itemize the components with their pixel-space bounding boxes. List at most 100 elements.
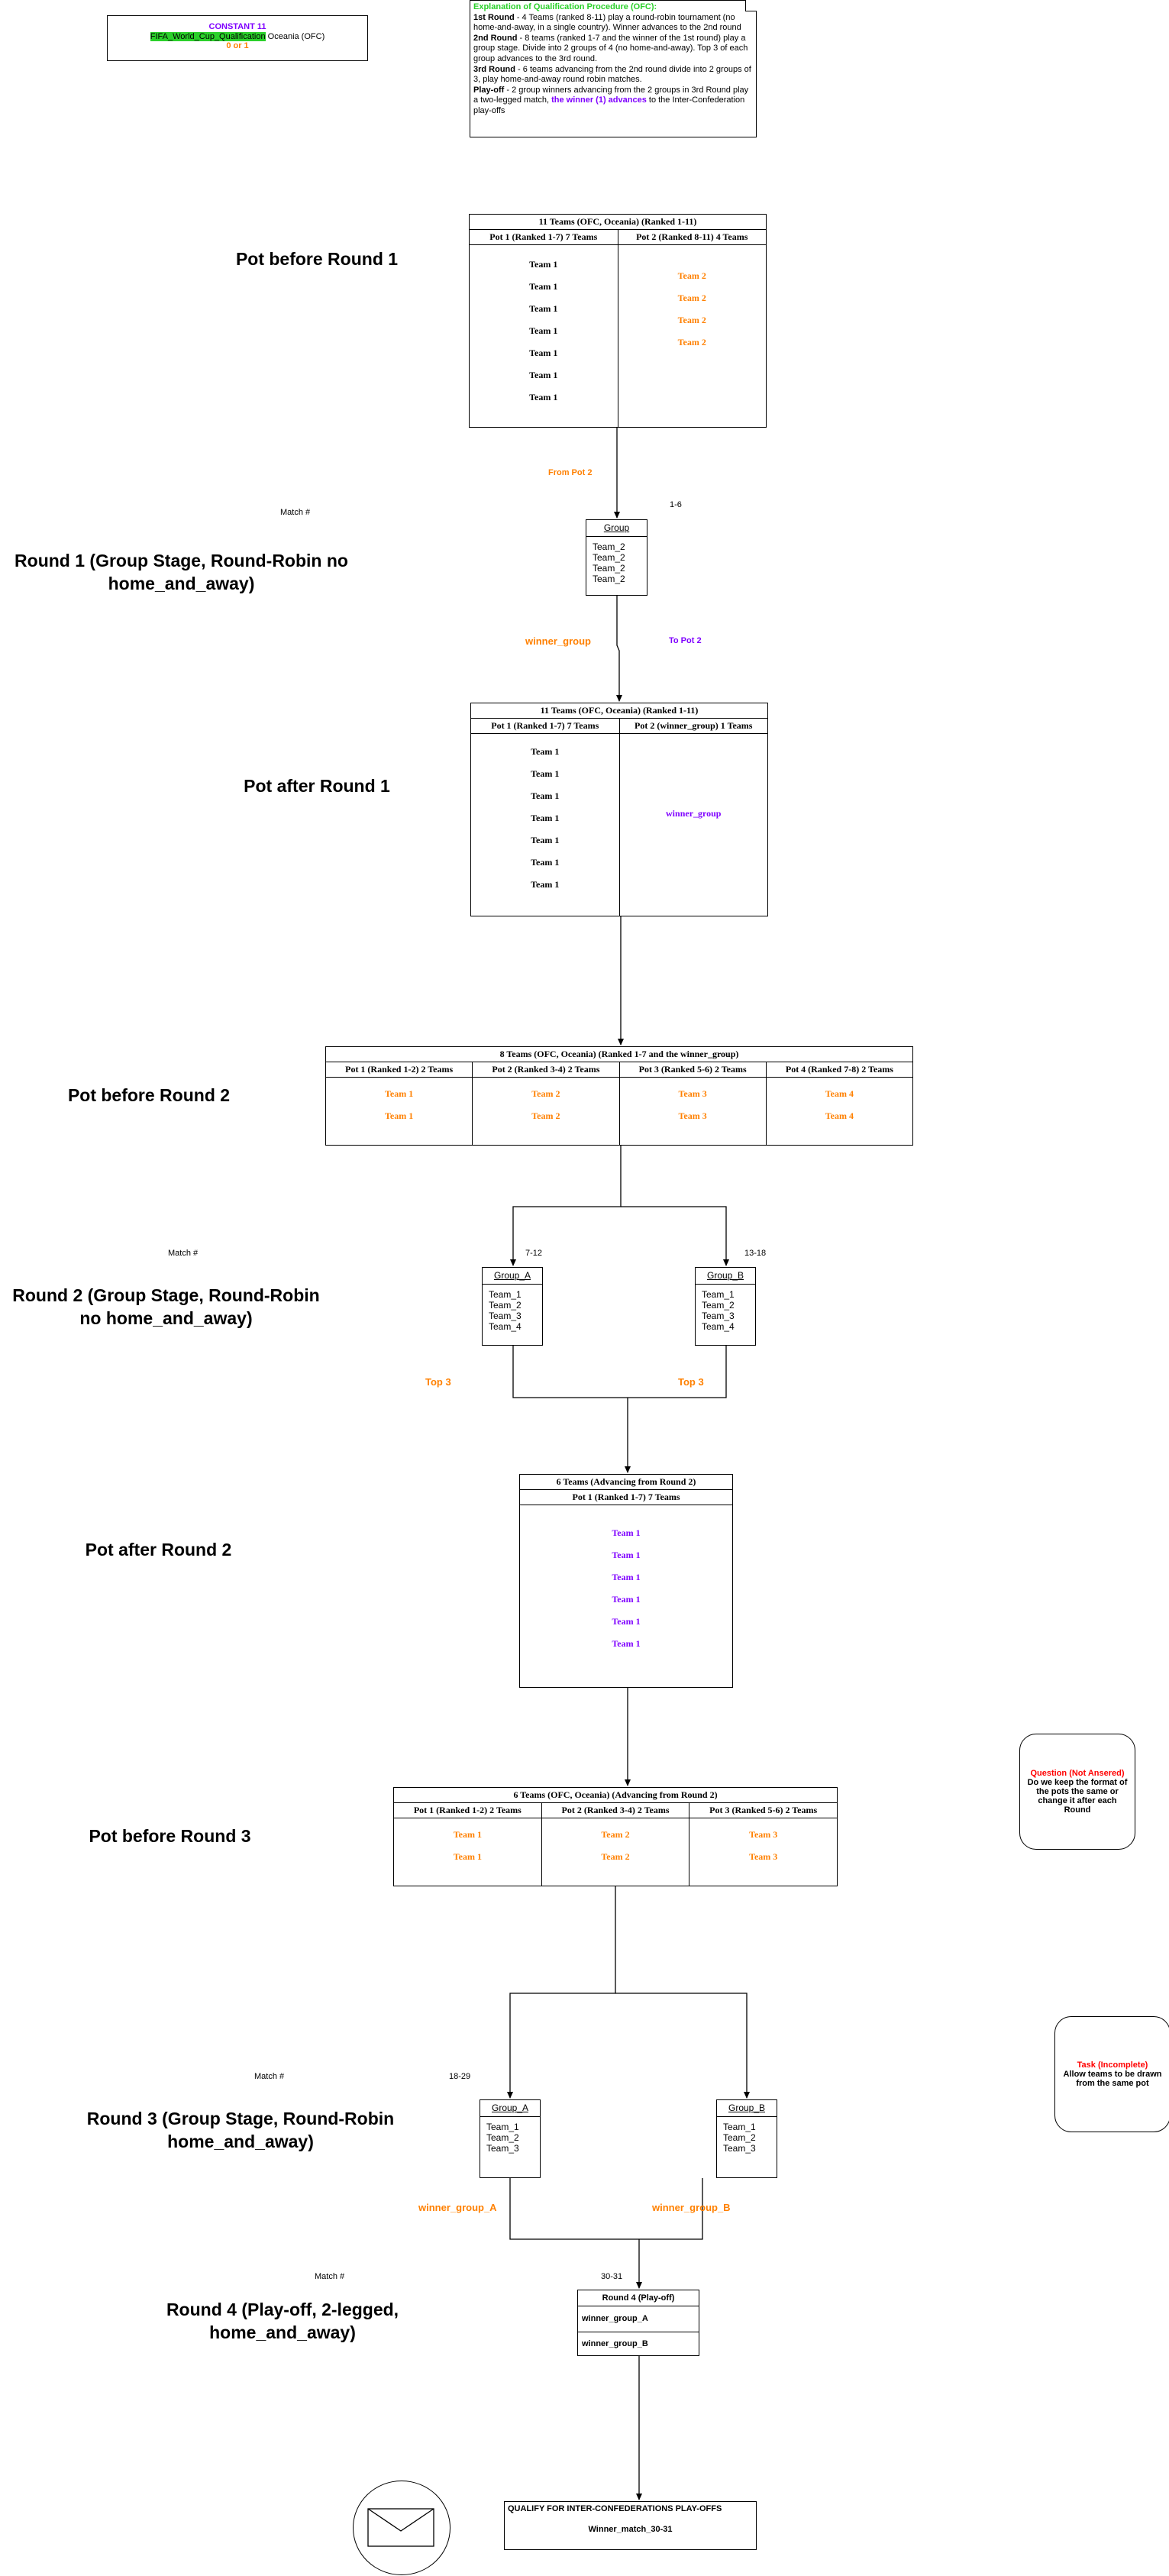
team-item: Team 2	[601, 1829, 630, 1840]
group-team: Team_2	[702, 1300, 735, 1311]
team-item: Team 2	[531, 1110, 560, 1121]
pot2-column: Pot 2 (Ranked 8-11) 4 Teams Team 2 Team …	[618, 230, 767, 427]
team-item: Team 4	[825, 1088, 854, 1099]
team-item: Team 1	[529, 281, 558, 292]
group-title: Group_A	[480, 2100, 540, 2117]
team-item: Team 1	[612, 1550, 641, 1560]
constant-subtitle: 0 or 1	[226, 41, 249, 50]
group-team: Team_2	[593, 574, 625, 584]
explanation-round3: 3rd Round - 6 teams advancing from the 2…	[473, 65, 753, 86]
group-team: Team_2	[593, 563, 625, 574]
pot1-header: Pot 1 (Ranked 1-2) 2 Teams	[326, 1062, 473, 1078]
group-team: Team_2	[486, 2132, 519, 2143]
pot1-list: Team 1 Team 1	[326, 1078, 472, 1127]
team-item: Team 1	[612, 1638, 641, 1649]
pot2-column: Pot 2 (winner_group) 1 Teams winner_grou…	[619, 719, 767, 916]
task-text: Allow teams to be drawn from the same po…	[1063, 2070, 1162, 2088]
match-range-r1: 1-6	[670, 500, 682, 509]
round4-title: Round 4 (Play-off)	[578, 2290, 699, 2306]
to-pot2-label: To Pot 2	[669, 636, 702, 645]
team-item: Team 2	[677, 315, 706, 325]
group-team: Team_1	[486, 2122, 519, 2132]
explanation-playoff: Play-off - 2 group winners advancing fro…	[473, 86, 753, 117]
pot3-list: Team 3 Team 3	[620, 1078, 766, 1127]
heading-round2: Round 2 (Group Stage, Round-Robin no hom…	[12, 1285, 320, 1328]
match-range-r2a: 7-12	[525, 1249, 543, 1258]
team-item: Team 1	[529, 325, 558, 336]
constant-region: Oceania (OFC)	[267, 32, 325, 41]
team-item: Team 1	[612, 1616, 641, 1627]
top3-a-label: Top 3	[425, 1376, 451, 1388]
team-item: Team 3	[749, 1851, 778, 1862]
pot-after-r1-table: 11 Teams (OFC, Oceania) (Ranked 1-11) Po…	[470, 703, 768, 916]
round4-box: Round 4 (Play-off) winner_group_A winner…	[577, 2290, 699, 2356]
team-item: Team 2	[531, 1088, 560, 1099]
pot1-list: Team 1 Team 1 Team 1 Team 1 Team 1 Team …	[470, 245, 618, 409]
constant-tag: FIFA_World_Cup_Qualification	[150, 32, 266, 41]
pot1-column: Pot 1 (Ranked 1-7) 7 Teams Team 1 Team 1…	[471, 719, 620, 916]
group-team: Team_2	[723, 2132, 756, 2143]
po-highlight: the winner (1) advances	[551, 95, 647, 105]
group-title: Group	[586, 520, 647, 537]
group-title: Group_B	[696, 1268, 755, 1285]
group-list: Team_1 Team_2 Team_3	[717, 2117, 777, 2154]
pot3-header: Pot 3 (Ranked 5-6) 2 Teams	[689, 1803, 838, 1818]
question-text: Do we keep the format of the pots the sa…	[1027, 1778, 1128, 1815]
team-item: Team 2	[677, 270, 706, 281]
pot2-column: Pot 2 (Ranked 3-4) 2 Teams Team 2 Team 2	[473, 1062, 620, 1145]
r1-text: - 4 Teams (ranked 8-11) play a round-rob…	[473, 12, 741, 33]
message-envelope-icon[interactable]	[353, 2481, 450, 2575]
pot1-column: Pot 1 (Ranked 1-7) 7 Teams Team 1 Team 1…	[470, 230, 618, 427]
group-list: Team_2 Team_2 Team_2 Team_2	[586, 537, 647, 584]
r3-label: 3rd Round	[473, 64, 515, 74]
group-team: Team_4	[489, 1321, 522, 1332]
qualify-title: QUALIFY FOR INTER-CONFEDERATIONS PLAY-OF…	[508, 2504, 722, 2513]
heading-pot-before-r1: Pot before Round 1	[235, 249, 399, 269]
pot-title: 11 Teams (OFC, Oceania) (Ranked 1-11)	[470, 215, 766, 230]
winner-group-label: winner_group	[525, 635, 591, 647]
r2-label: 2nd Round	[473, 33, 518, 43]
group-team: Team_2	[593, 541, 625, 552]
qualify-box: QUALIFY FOR INTER-CONFEDERATIONS PLAY-OF…	[504, 2501, 757, 2550]
team-item: Team 1	[453, 1851, 482, 1862]
pot1-column: Pot 1 (Ranked 1-7) 7 Teams Team 1 Team 1…	[520, 1490, 732, 1687]
heading-round3: Round 3 (Group Stage, Round-Robin home_a…	[86, 2109, 395, 2151]
pot2-header: Pot 2 (Ranked 3-4) 2 Teams	[541, 1803, 689, 1818]
pot2-header: Pot 2 (Ranked 3-4) 2 Teams	[473, 1062, 619, 1078]
top3-b-label: Top 3	[678, 1376, 704, 1388]
group-r1-box: Group Team_2 Team_2 Team_2 Team_2	[586, 519, 647, 596]
match-label-r2: Match #	[168, 1249, 199, 1258]
question-label: Question (Not Ansered)	[1030, 1769, 1125, 1778]
team-item: Team 1	[529, 303, 558, 314]
envelope-graphic	[367, 2508, 434, 2547]
pot1-list: Team 1 Team 1 Team 1 Team 1 Team 1 Team …	[471, 734, 619, 896]
winner-group-a-label: winner_group_A	[418, 2202, 497, 2213]
constant-box: CONSTANT 11 FIFA_World_Cup_Qualification…	[107, 15, 368, 61]
r2-text: - 8 teams (ranked 1-7 and the winner of …	[473, 33, 748, 63]
group-team: Team_1	[489, 1289, 522, 1300]
team-item: Team 1	[531, 790, 560, 801]
pot-after-r2-table: 6 Teams (Advancing from Round 2) Pot 1 (…	[519, 1474, 733, 1688]
team-item: Team 1	[531, 857, 560, 868]
question-note: Question (Not Ansered) Do we keep the fo…	[1019, 1734, 1135, 1850]
explanation-round1: 1st Round - 4 Teams (ranked 8-11) play a…	[473, 13, 753, 34]
group-team: Team_3	[489, 1311, 522, 1321]
explanation-note: Explanation of Qualification Procedure (…	[470, 0, 757, 137]
pot3-header: Pot 3 (Ranked 5-6) 2 Teams	[619, 1062, 766, 1078]
po-label: Play-off	[473, 85, 505, 95]
team-item: Team 3	[749, 1829, 778, 1840]
match-label-r4: Match #	[315, 2272, 345, 2281]
heading-pot-after-r2: Pot after Round 2	[85, 1540, 232, 1559]
po-text: - 2 group winners advancing from the 2 g…	[473, 85, 749, 105]
pot-title: 11 Teams (OFC, Oceania) (Ranked 1-11)	[471, 703, 767, 719]
group-title: Group_B	[717, 2100, 777, 2117]
group-team: Team_3	[702, 1311, 735, 1321]
group-title: Group_A	[483, 1268, 542, 1285]
pot2-list: Team 2 Team 2 Team 2 Team 2	[618, 245, 767, 354]
heading-pot-after-r1: Pot after Round 1	[244, 776, 390, 796]
pot4-header: Pot 4 (Ranked 7-8) 2 Teams	[766, 1062, 912, 1078]
team-item: Team 1	[612, 1594, 641, 1605]
team-item: Team 3	[678, 1088, 707, 1099]
group-b-r3-box: Group_B Team_1 Team_2 Team_3	[716, 2099, 777, 2178]
pot2-column: Pot 2 (Ranked 3-4) 2 Teams Team 2 Team 2	[541, 1803, 690, 1886]
